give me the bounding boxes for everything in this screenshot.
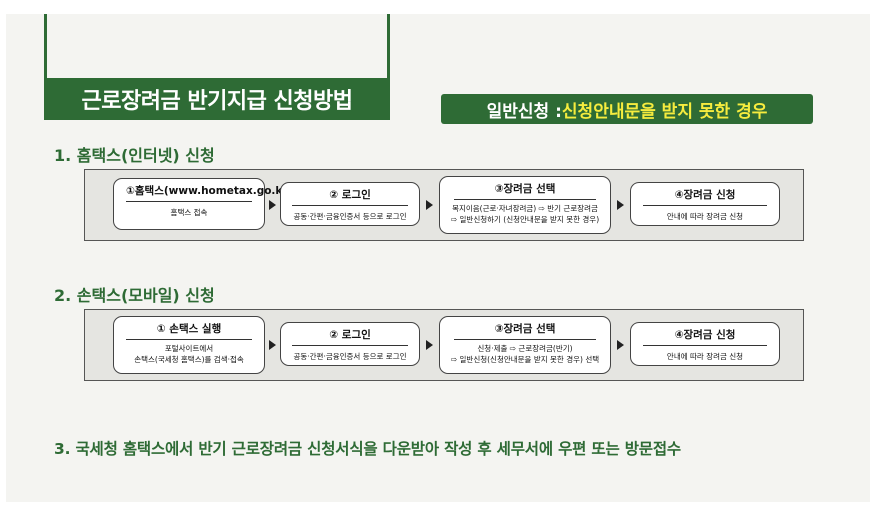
section1-step-3: ③장려금 선택 복지이음(근로·자녀장려금) ⇨ 반기 근로장려금 ⇨ 일반신청… (439, 176, 611, 234)
step-desc-line: 손택스(국세청 홈택스)를 검색·접속 (134, 355, 244, 364)
subtitle-highlight: 신청안내문을 받지 못한 경우 (561, 101, 768, 122)
section2-step-2: ② 로그인 공동·간편·금융인증서 등으로 로그인 (280, 322, 420, 366)
step-desc: 포털사이트에서 손택스(국세청 홈택스)를 검색·접속 (114, 343, 264, 365)
page-title: 근로장려금 반기지급 신청방법 (44, 78, 390, 120)
step-desc: 복지이음(근로·자녀장려금) ⇨ 반기 근로장려금 ⇨ 일반신청하기 (신청안내… (440, 203, 610, 225)
step-desc-line: 포털사이트에서 (164, 344, 214, 353)
section2-flow: ① 손택스 실행 포털사이트에서 손택스(국세청 홈택스)를 검색·접속 ② 로… (84, 309, 804, 381)
subtitle-prefix: 일반신청 : (486, 101, 562, 122)
step-desc: 공동·간편·금융인증서 등으로 로그인 (293, 352, 407, 361)
section1-step-1: ①홈택스(www.hometax.go.kr) 홈택스 접속 (113, 178, 292, 230)
step-desc: 신청·제출 ⇨ 근로장려금(반기) ⇨ 일반신청(신청안내문을 받지 못한 경우… (440, 343, 610, 365)
section1-step-2: ② 로그인 공동·간편·금융인증서 등으로 로그인 (280, 182, 420, 226)
arrow-right-icon (617, 340, 624, 350)
subtitle-banner: 일반신청 : 신청안내문을 받지 못한 경우 (441, 94, 813, 124)
step-desc: 안내에 따라 장려금 신청 (666, 212, 744, 221)
step-title: ① 손택스 실행 (126, 317, 252, 340)
section2-step-3: ③장려금 선택 신청·제출 ⇨ 근로장려금(반기) ⇨ 일반신청(신청안내문을 … (439, 316, 611, 374)
step-title: ④장려금 신청 (642, 183, 768, 206)
section1-step-4: ④장려금 신청 안내에 따라 장려금 신청 (630, 182, 780, 226)
section1-heading: 1. 홈택스(인터넷) 신청 (54, 146, 215, 165)
step-desc: 공동·간편·금융인증서 등으로 로그인 (293, 212, 407, 221)
section3-text: 3. 국세청 홈택스에서 반기 근로장려금 신청서식을 다운받아 작성 후 세무… (54, 440, 681, 458)
step-title: ③장려금 선택 (453, 317, 597, 340)
arrow-right-icon (269, 340, 276, 350)
title-frame (44, 14, 390, 78)
section2-step-4: ④장려금 신청 안내에 따라 장려금 신청 (630, 322, 780, 366)
bottom-band (0, 502, 878, 512)
step-desc-line: 신청·제출 ⇨ 근로장려금(반기) (477, 344, 573, 353)
step-title: ② 로그인 (292, 183, 408, 206)
step-title: ③장려금 선택 (453, 177, 597, 200)
slide: 근로장려금 반기지급 신청방법 일반신청 : 신청안내문을 받지 못한 경우 1… (6, 14, 870, 502)
step-title: ② 로그인 (292, 323, 408, 346)
arrow-right-icon (269, 200, 276, 210)
arrow-right-icon (617, 200, 624, 210)
step-desc-line: ⇨ 일반신청하기 (신청안내문을 받지 못한 경우) (450, 215, 600, 224)
step-desc: 안내에 따라 장려금 신청 (666, 352, 744, 361)
step-title: ④장려금 신청 (642, 323, 768, 346)
step-desc-line: 복지이음(근로·자녀장려금) ⇨ 반기 근로장려금 (452, 204, 598, 213)
step-desc: 홈택스 접속 (170, 208, 208, 217)
section2-step-1: ① 손택스 실행 포털사이트에서 손택스(국세청 홈택스)를 검색·접속 (113, 316, 265, 374)
arrow-right-icon (426, 200, 433, 210)
step-title: ①홈택스(www.hometax.go.kr) (126, 179, 292, 202)
section1-flow: ①홈택스(www.hometax.go.kr) 홈택스 접속 ② 로그인 공동·… (84, 169, 804, 241)
step-desc-line: ⇨ 일반신청(신청안내문을 받지 못한 경우) 선택 (450, 355, 600, 364)
section2-heading: 2. 손택스(모바일) 신청 (54, 286, 215, 305)
arrow-right-icon (426, 340, 433, 350)
